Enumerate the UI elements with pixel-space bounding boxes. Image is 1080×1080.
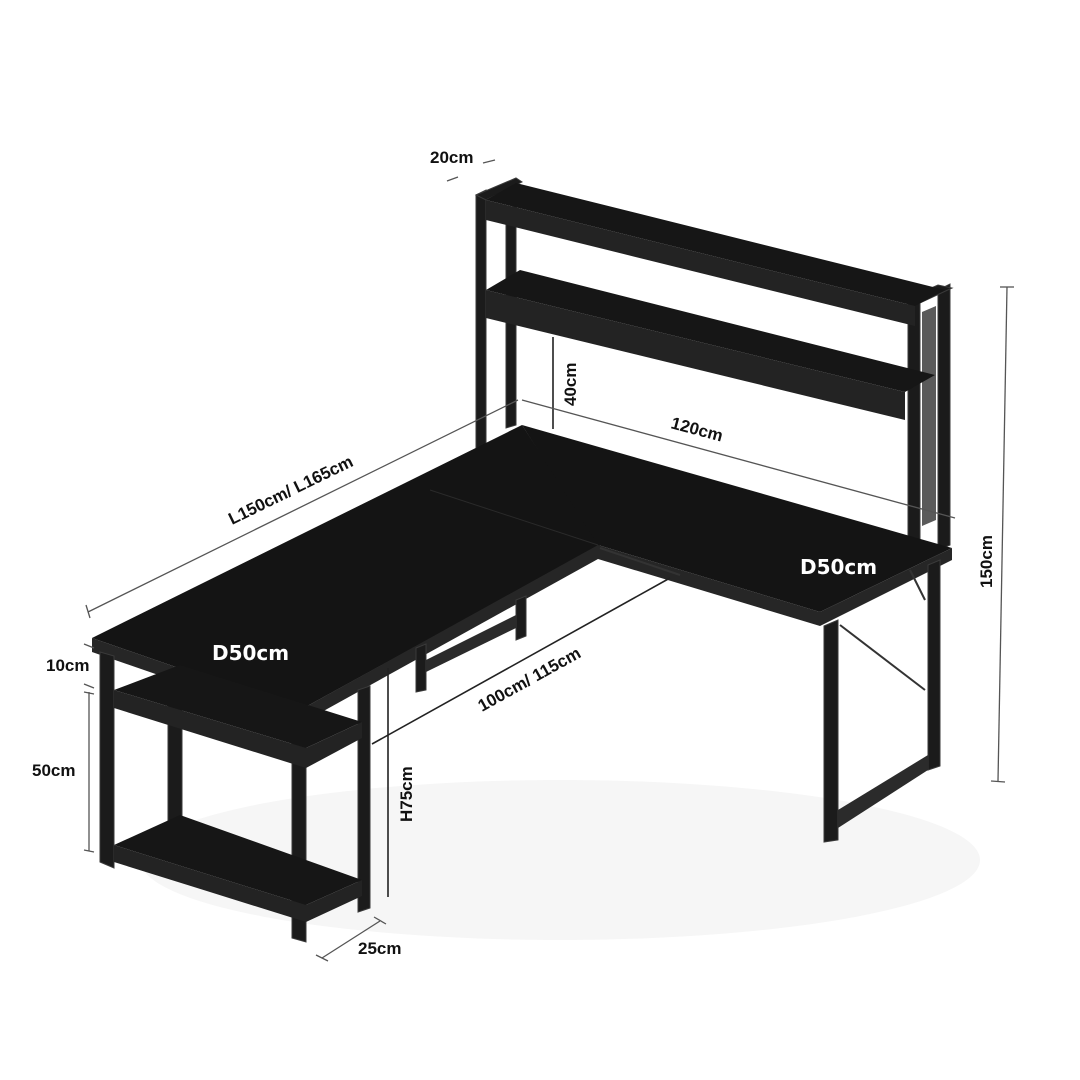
label-hutch-shelf-height: 40cm [561,363,580,406]
dimension-lines [83,159,1014,962]
label-top-shelf-gap: 10cm [46,656,89,675]
label-total-height: 150cm [977,535,996,588]
hutch [474,177,954,566]
label-hutch-width: 120cm [669,414,725,446]
label-hutch-depth: 20cm [430,148,473,167]
label-desk-height: H75cm [397,766,416,822]
label-storage-depth: 25cm [358,939,401,958]
label-storage-shelf-height: 50cm [32,761,75,780]
side-storage [99,651,371,943]
label-short-side-length: 100cm/ 115cm [475,643,584,715]
middle-leg-frame [415,595,527,693]
label-long-side-depth: D50cm [212,641,289,665]
right-leg-frame [599,547,941,843]
label-short-side-depth: D50cm [800,555,877,579]
